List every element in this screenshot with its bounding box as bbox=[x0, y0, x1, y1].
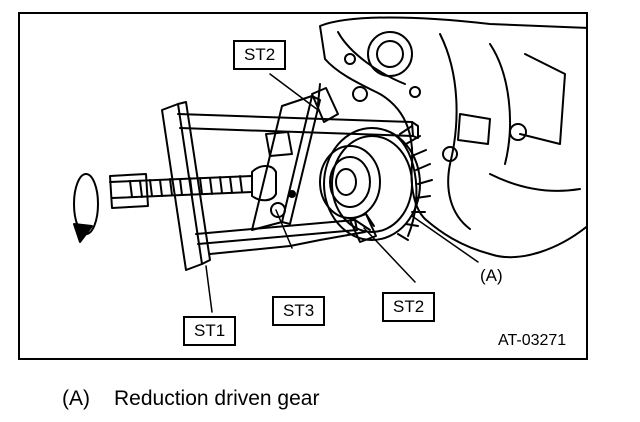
callout-st3: ST3 bbox=[272, 296, 326, 326]
puller-hook-st2-bottom bbox=[349, 213, 377, 243]
forcing-screw bbox=[109, 165, 277, 209]
reduction-driven-gear bbox=[323, 125, 433, 241]
callout-part-a: (A) bbox=[480, 266, 503, 285]
adapter-st3 bbox=[251, 95, 321, 231]
figure-frame: ST2 ST3 ST2 ST1 (A) AT-03271 bbox=[18, 12, 588, 360]
puller-tool-illustration bbox=[73, 16, 586, 313]
housing-bolt-cover bbox=[344, 31, 527, 162]
puller-frame-st1 bbox=[161, 101, 419, 271]
rotation-arrow-icon bbox=[73, 173, 99, 243]
callout-st2-bottom: ST2 bbox=[382, 292, 436, 322]
transmission-housing bbox=[319, 16, 586, 259]
puller-hook-st2-top bbox=[311, 83, 339, 123]
callout-st1: ST1 bbox=[183, 316, 237, 346]
bearing bbox=[319, 145, 381, 219]
leader-lines bbox=[205, 73, 479, 313]
figure-id: AT-03271 bbox=[498, 332, 567, 349]
legend-description: Reduction driven gear bbox=[114, 387, 320, 410]
legend-key: (A) bbox=[62, 387, 90, 410]
callout-st2-top: ST2 bbox=[233, 40, 287, 70]
legend-caption: (A) Reduction driven gear bbox=[62, 386, 319, 412]
